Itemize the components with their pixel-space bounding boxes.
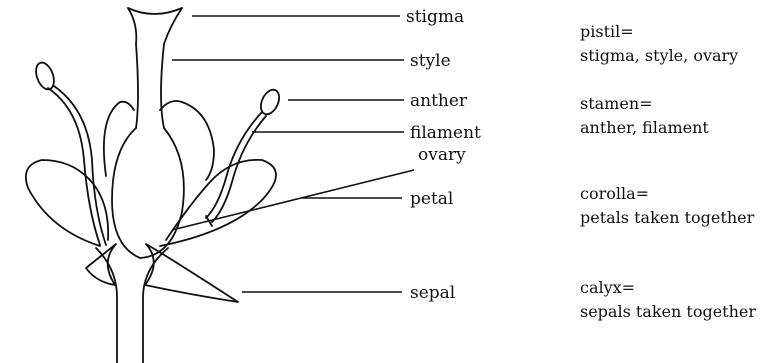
petal-back — [160, 101, 214, 180]
definition-meaning: petals taken together — [580, 206, 754, 230]
style — [161, 44, 164, 128]
stem — [143, 248, 168, 363]
petal-right — [160, 160, 276, 246]
definition-meaning: stigma, style, ovary — [580, 44, 738, 68]
filament-left — [54, 86, 106, 245]
style — [136, 44, 138, 128]
label-style: style — [410, 51, 451, 71]
label-filament: filament — [410, 123, 481, 143]
ovary — [112, 128, 184, 258]
definition-calyx: calyx= sepals taken together — [580, 276, 756, 324]
definition-term: stamen= — [580, 92, 709, 116]
label-ovary: ovary — [418, 145, 466, 165]
definition-term: corolla= — [580, 182, 754, 206]
definition-term: calyx= — [580, 276, 756, 300]
definition-meaning: sepals taken together — [580, 300, 756, 324]
stigma — [128, 8, 182, 14]
stem — [96, 248, 117, 363]
stigma — [128, 8, 136, 44]
definition-corolla: corolla= petals taken together — [580, 182, 754, 230]
label-sepal: sepal — [410, 283, 455, 303]
definition-term: pistil= — [580, 20, 738, 44]
sepal-left — [86, 244, 116, 285]
label-petal: petal — [410, 189, 453, 209]
petal-back — [104, 102, 134, 176]
definition-stamen: stamen= anther, filament — [580, 92, 709, 140]
leader-ovary — [172, 170, 414, 230]
anther-left — [33, 60, 58, 92]
label-anther: anther — [410, 91, 468, 111]
definition-meaning: anther, filament — [580, 116, 709, 140]
label-stigma: stigma — [406, 7, 464, 27]
definition-pistil: pistil= stigma, style, ovary — [580, 20, 738, 68]
